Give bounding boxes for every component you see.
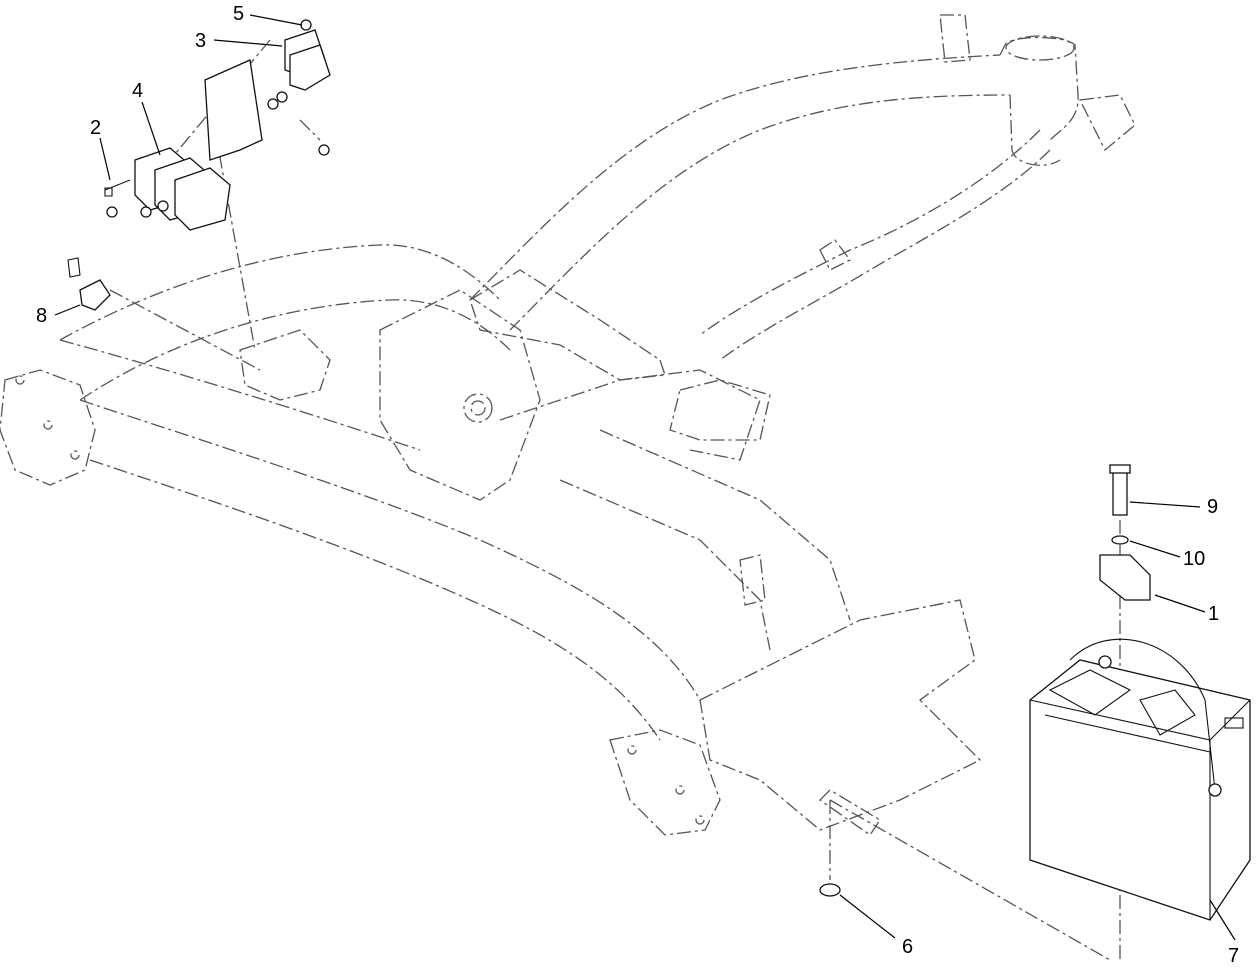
nut-icon — [106, 206, 118, 218]
relay-3 — [174, 167, 231, 231]
screw-5 — [300, 19, 312, 31]
bolt-9 — [1112, 469, 1128, 516]
callout-7: 7 — [1228, 945, 1239, 967]
nut-6 — [819, 883, 841, 897]
callout-leaders — [54, 14, 1236, 941]
washer-10 — [1111, 535, 1129, 545]
callout-6: 6 — [902, 936, 913, 958]
bracket-8 — [67, 257, 111, 311]
callout-10: 10 — [1183, 548, 1205, 570]
relay-assembly — [104, 19, 331, 231]
callout-9: 9 — [1207, 496, 1218, 518]
frame-phantom — [0, 14, 1136, 836]
callout-1: 1 — [1208, 603, 1219, 625]
callout-labels: 1 2 3 4 5 6 7 8 9 10 — [36, 3, 1239, 967]
callout-3: 3 — [195, 30, 206, 52]
hold-down-parts — [1099, 464, 1151, 601]
callout-4: 4 — [132, 80, 143, 102]
battery-7 — [1029, 638, 1251, 921]
callout-2: 2 — [90, 117, 101, 139]
callout-8: 8 — [36, 305, 47, 327]
callout-5: 5 — [233, 3, 244, 25]
assembly-lines — [109, 39, 1121, 961]
hold-down-clamp — [1099, 554, 1151, 601]
